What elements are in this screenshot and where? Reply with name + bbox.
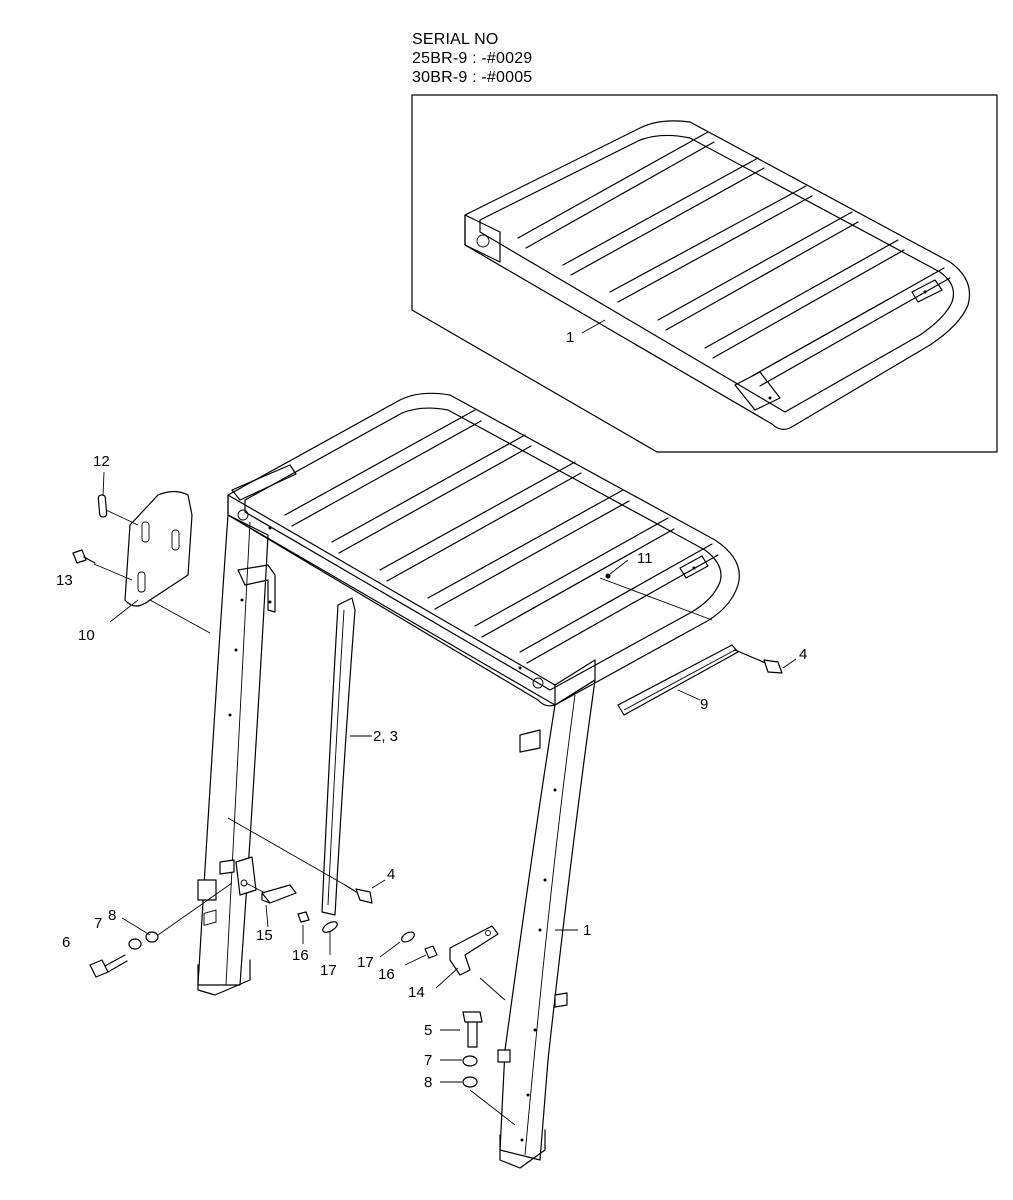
front-header-beam bbox=[227, 494, 556, 706]
callout-8-right: 8 bbox=[424, 1074, 432, 1091]
callout-15: 15 bbox=[256, 927, 273, 944]
roof-inner-rim bbox=[244, 407, 722, 691]
callout-7-right: 7 bbox=[424, 1052, 432, 1069]
callout-4-mid: 4 bbox=[387, 866, 395, 883]
serial-line-25br: 25BR-9 : -#0029 bbox=[412, 50, 533, 67]
part-16-bolt-right bbox=[424, 945, 438, 959]
leader-inset-1 bbox=[581, 319, 606, 334]
callout-12: 12 bbox=[93, 453, 110, 470]
callout-6: 6 bbox=[62, 934, 70, 951]
part-17-plug-right bbox=[401, 931, 415, 943]
callout-11: 11 bbox=[637, 550, 653, 567]
callout-9: 9 bbox=[700, 696, 708, 713]
part-2-3-vertical-strip bbox=[321, 597, 356, 916]
part-8-washer-right bbox=[462, 1076, 478, 1088]
roof-outer-rim bbox=[227, 392, 740, 707]
part-4-mid-bolt bbox=[344, 884, 373, 904]
callout-4-top: 4 bbox=[799, 646, 807, 663]
roof-cross-bars bbox=[284, 409, 719, 664]
part-15-bracket bbox=[261, 884, 297, 904]
inset-border bbox=[411, 94, 998, 453]
inset-detail: 1 bbox=[411, 94, 998, 453]
callout-1-main: 1 bbox=[583, 922, 591, 939]
callout-17-left: 17 bbox=[320, 962, 337, 979]
serial-title: SERIAL NO bbox=[412, 31, 499, 48]
part-16-bolt-left bbox=[297, 911, 310, 923]
part-9-strip bbox=[617, 644, 739, 716]
callout-inset-1: 1 bbox=[566, 329, 574, 346]
callout-13: 13 bbox=[56, 572, 73, 589]
part-12-clip bbox=[97, 494, 108, 518]
part-13-bolt bbox=[72, 549, 96, 564]
right-pillar bbox=[499, 679, 596, 1161]
part-7-washer-left bbox=[128, 938, 142, 950]
callout-7-left: 7 bbox=[94, 915, 102, 932]
callout-17-right: 17 bbox=[357, 954, 374, 971]
part-6-bolt-left bbox=[89, 954, 128, 978]
serial-line-30br: 30BR-9 : -#0005 bbox=[412, 69, 533, 86]
left-pillar bbox=[197, 514, 269, 986]
leader-lines bbox=[93, 471, 797, 1126]
part-14-bracket bbox=[449, 925, 499, 976]
callout-2-3: 2, 3 bbox=[373, 728, 398, 745]
part-17-plug-left bbox=[322, 921, 338, 933]
part-4-top-bolt bbox=[734, 649, 783, 674]
callout-10: 10 bbox=[78, 627, 95, 644]
callout-16-left: 16 bbox=[292, 947, 309, 964]
callout-14: 14 bbox=[408, 984, 425, 1001]
inset-cross-bars bbox=[517, 131, 951, 387]
part-10-side-plate bbox=[124, 490, 193, 607]
callout-labels: 12 13 10 11 4 9 2, 3 4 1 8 7 6 15 16 17 … bbox=[56, 453, 807, 1091]
callout-5: 5 bbox=[424, 1022, 432, 1039]
part-5-bolt-right bbox=[462, 1011, 483, 1048]
main-overhead-guard bbox=[197, 392, 740, 1169]
serial-number-block: SERIAL NO 25BR-9 : -#0029 30BR-9 : -#000… bbox=[412, 30, 532, 87]
part-7-washer-right bbox=[462, 1055, 478, 1067]
inset-roof-frame bbox=[464, 120, 971, 430]
callout-8-left: 8 bbox=[108, 907, 116, 924]
callout-16-right: 16 bbox=[378, 966, 395, 983]
